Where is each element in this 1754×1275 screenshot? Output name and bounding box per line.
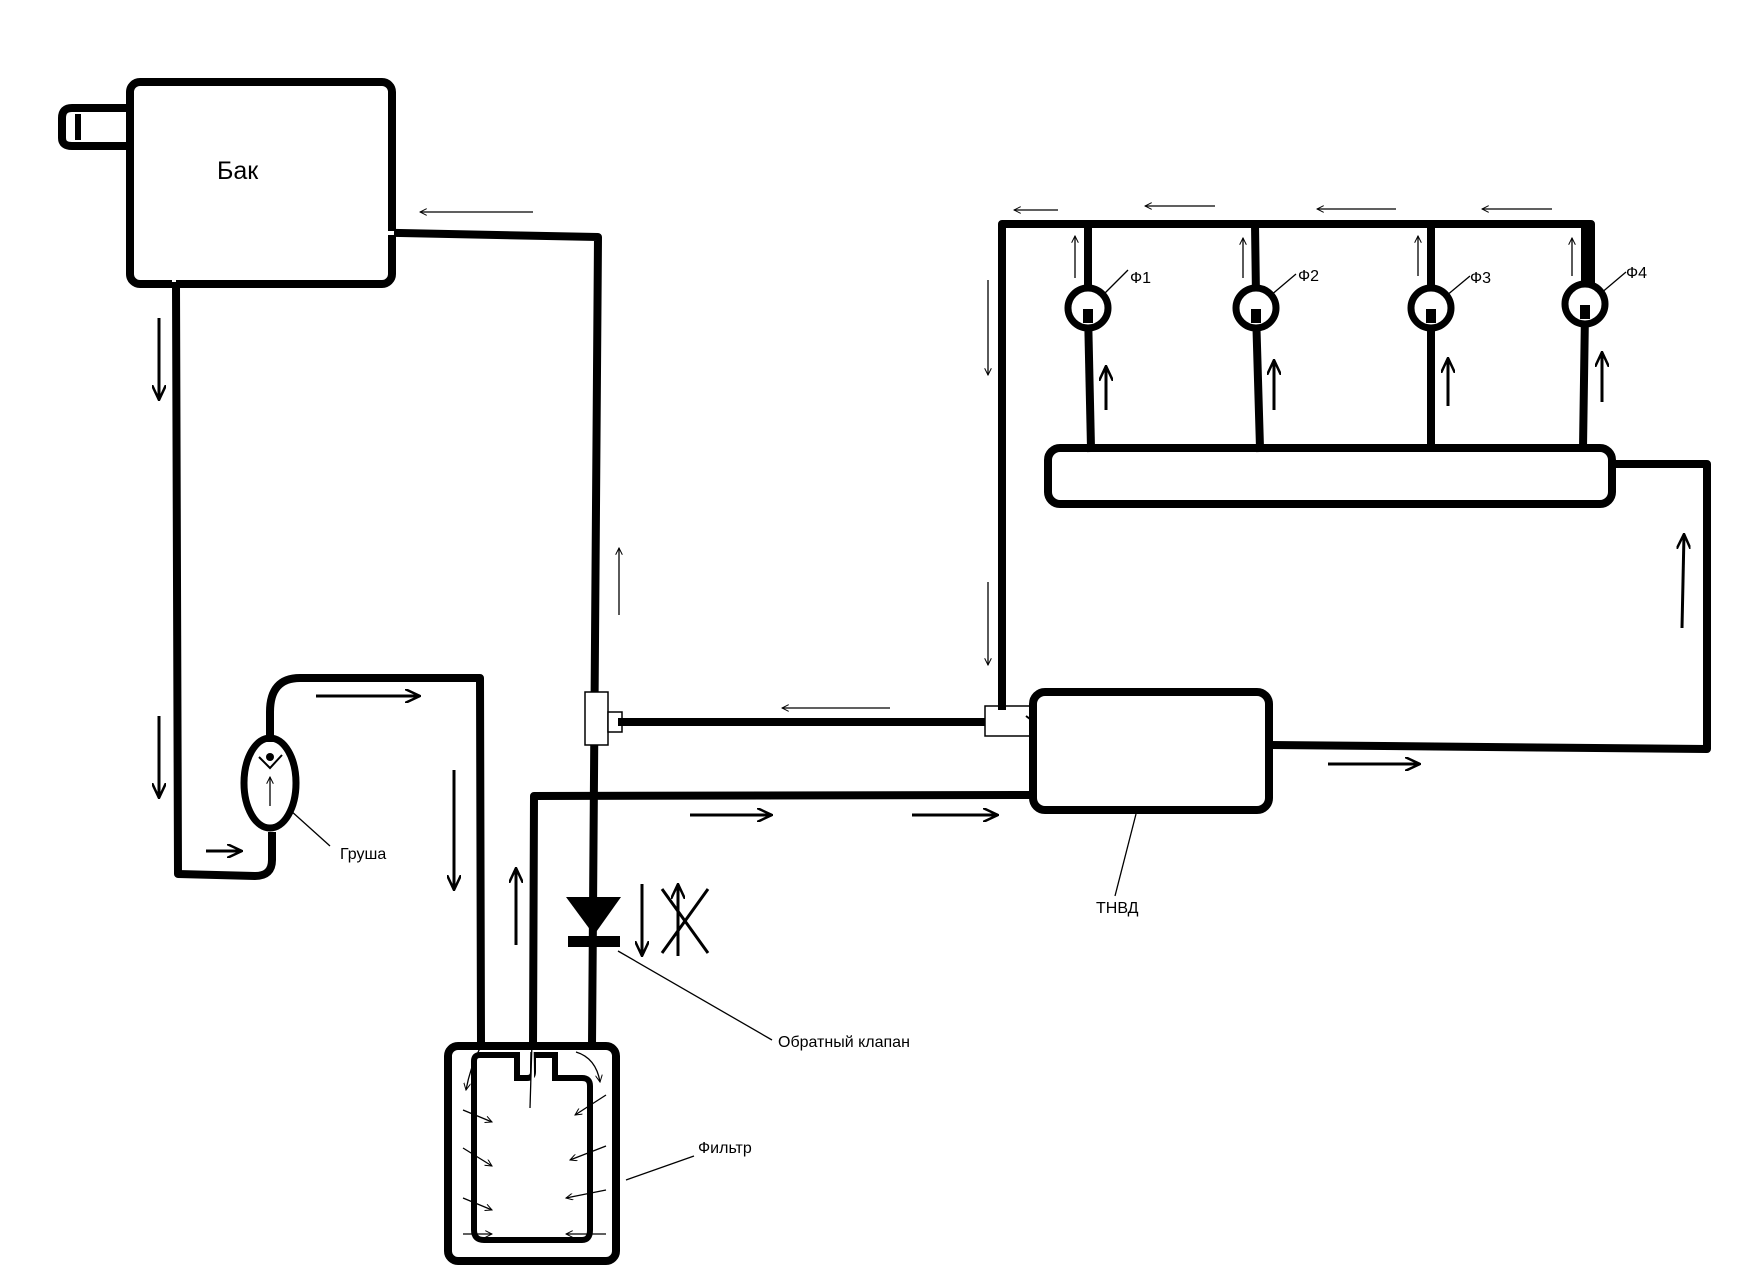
return-tee	[584, 691, 623, 746]
return-fitting	[984, 705, 1036, 737]
injector-4-label: Ф4	[1626, 265, 1648, 282]
return-to-tank-line	[393, 228, 602, 1051]
primer-bulb	[240, 734, 331, 847]
fuel-rail	[1044, 444, 1616, 508]
injector-3	[1407, 220, 1471, 452]
primer-bulb-label: Груша	[340, 846, 387, 863]
check-valve-label: Обратный клапан	[778, 1034, 910, 1051]
filter-label: Фильтр	[698, 1140, 752, 1157]
tank-supply-line	[171, 281, 276, 880]
injector-4	[1561, 220, 1627, 453]
tank-label: Бак	[217, 157, 259, 185]
check-valve	[566, 884, 773, 1041]
fuel-tank	[58, 78, 396, 290]
flow-arrow	[1682, 534, 1684, 629]
injector-1-label: Ф1	[1130, 270, 1152, 287]
injector-2	[1232, 219, 1297, 453]
injector-2-label: Ф2	[1298, 268, 1320, 285]
bulb-to-filter-line	[266, 674, 486, 1049]
pump-to-rail-line	[1266, 460, 1711, 753]
injection-pump	[1029, 688, 1273, 814]
injector-3-label: Ф3	[1470, 270, 1492, 287]
injector-1	[1064, 220, 1129, 453]
filter-to-pump-line	[528, 790, 1039, 1051]
injector-return-line	[998, 220, 1595, 710]
fuel-filter	[444, 1039, 695, 1265]
injection-pump-label: ТНВД	[1096, 900, 1139, 917]
